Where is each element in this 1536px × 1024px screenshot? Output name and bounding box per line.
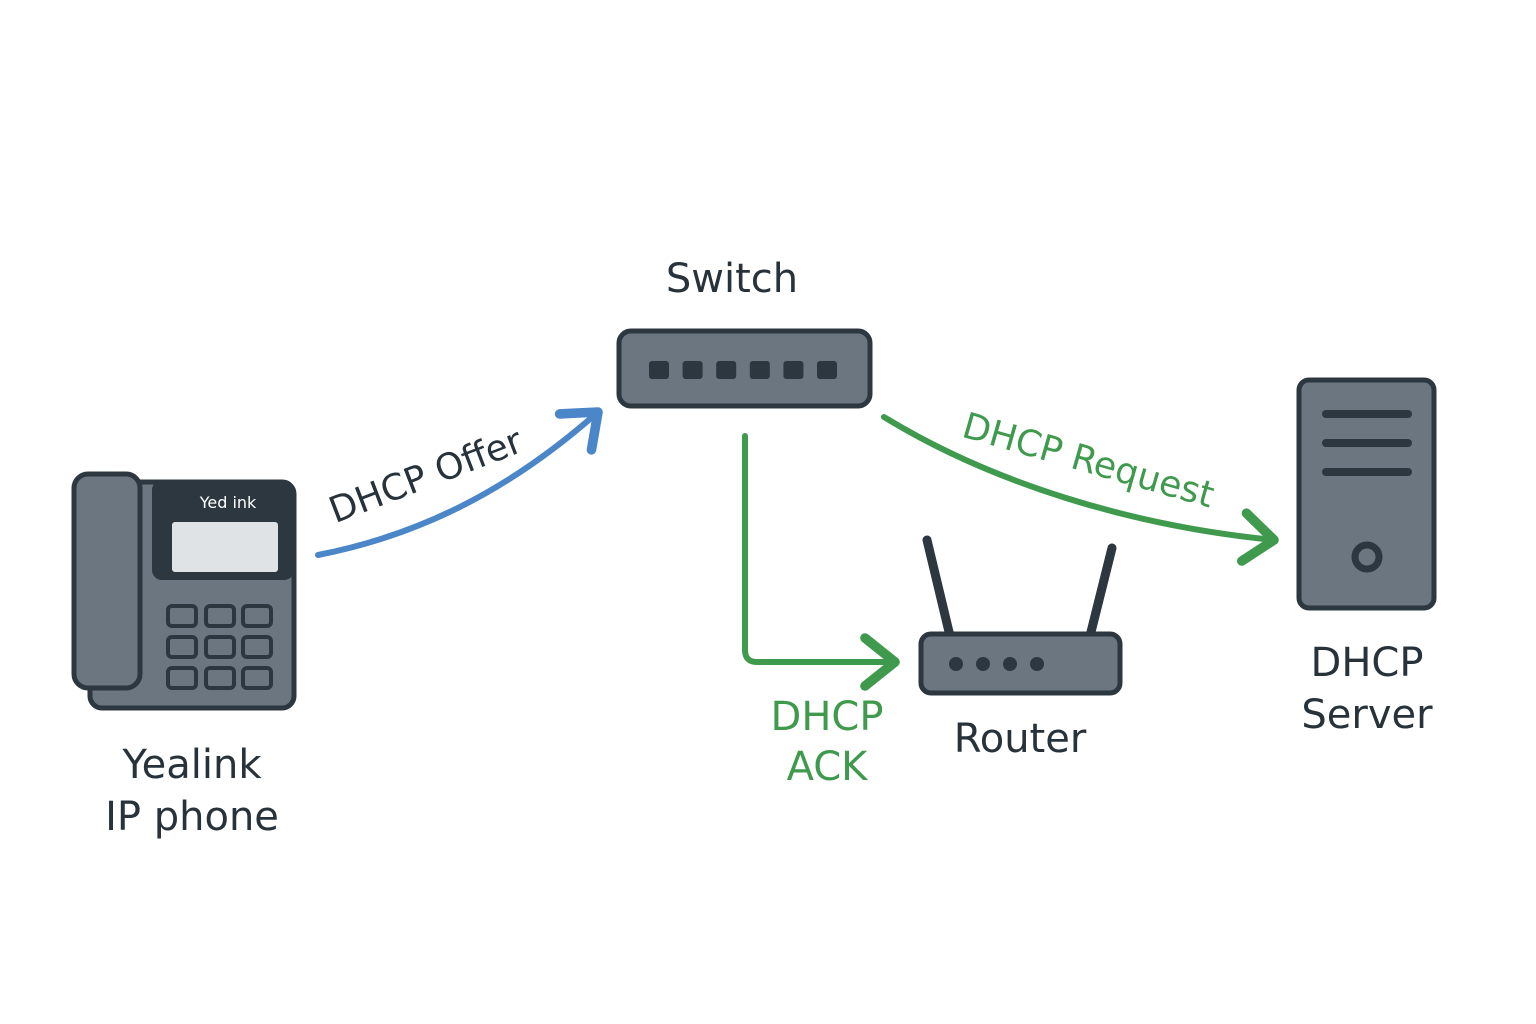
switch-port [716,361,737,379]
dhcp-request-label: DHCP Request [958,406,1219,517]
router-node: Router [918,535,1123,762]
router-label: Router [954,716,1087,762]
server-label-line2: Server [1301,692,1433,738]
router-leds [949,657,1044,671]
switch-port [649,361,669,379]
dhcp-ack-arrow [742,433,900,691]
edge-dhcp-ack: DHCP ACK [742,433,900,790]
switch-port [817,361,837,379]
dhcp-ack-label-line2: ACK [787,744,870,790]
phone-label-line2: IP phone [105,794,279,840]
server-power-button [1351,541,1383,573]
edge-dhcp-request: DHCP Request [881,406,1279,566]
dhcp-request-arrow [881,414,1279,566]
router-led [1003,657,1017,671]
router-antenna-left [922,535,955,641]
server-label-line1: DHCP [1311,640,1424,686]
phone-label-line1: Yealink [122,742,263,788]
router-led [1030,657,1044,671]
switch-icon [616,328,873,409]
phone-brand-text: Yed ink [199,493,257,512]
router-led [949,657,963,671]
phone-handset [71,471,143,691]
router-antenna-right [1085,543,1117,641]
switch-port [682,361,703,379]
server-tower-icon [1296,377,1437,611]
phone-keypad [166,604,273,690]
ip-phone-icon: Yed ink [71,471,297,711]
phone-node: Yed ink Yealink IP phone [71,471,297,840]
dhcp-ack-label-line1: DHCP [771,694,884,740]
router-led [976,657,990,671]
phone-screen [172,522,278,572]
switch-node: Switch [616,256,873,409]
dhcp-offer-label: DHCP Offer [324,421,529,532]
switch-port [749,361,770,379]
switch-ports [649,361,837,379]
edge-dhcp-offer: DHCP Offer [315,407,603,558]
switch-label: Switch [666,256,798,302]
server-node: DHCP Server [1296,377,1437,738]
switch-port [783,361,804,379]
router-icon [918,535,1123,696]
dhcp-offer-arrow [315,407,603,558]
